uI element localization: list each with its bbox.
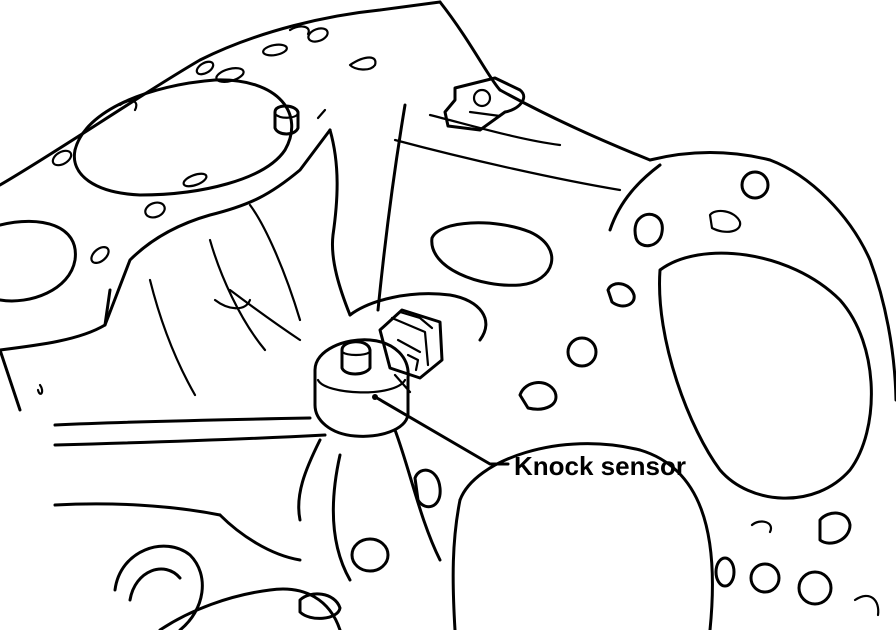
lower-block [0, 292, 488, 630]
knock-sensor-label: Knock sensor [514, 451, 686, 481]
leader-line [375, 396, 510, 466]
right-cylinder-head-deck [298, 151, 896, 630]
knock-sensor [313, 308, 444, 438]
knock-sensor-callout: Knock sensor [375, 396, 686, 481]
left-cylinder-head-deck [0, 0, 442, 352]
engine-valley [36, 0, 652, 397]
